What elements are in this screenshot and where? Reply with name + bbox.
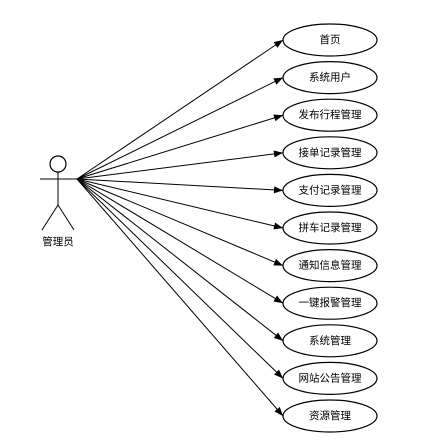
arrowhead <box>273 77 283 85</box>
use-case-ellipse <box>282 60 378 95</box>
actor-head <box>49 155 67 173</box>
use-case-8: 一键报警管理 <box>282 286 378 320</box>
use-case-1: 首页 <box>282 23 378 57</box>
use-case-label: 拼车记录管理 <box>299 221 362 234</box>
use-case-ellipse <box>282 98 378 132</box>
use-case-2: 系统用户 <box>282 60 378 95</box>
actor-admin: 管理员 <box>40 155 77 248</box>
use-case-5: 支付记录管理 <box>282 173 378 207</box>
actor-left-leg <box>41 204 59 231</box>
arrowhead <box>273 150 283 158</box>
use-case-9: 系统管理 <box>282 324 378 358</box>
arrowhead <box>274 369 283 379</box>
arrowhead <box>273 295 283 304</box>
use-case-ellipse <box>282 23 378 57</box>
use-case-11: 资源管理 <box>282 399 378 433</box>
use-case-label: 接单记录管理 <box>299 146 362 159</box>
association-line <box>76 178 284 417</box>
use-case-label: 系统用户 <box>309 71 351 84</box>
use-case-ellipse <box>282 211 378 245</box>
association-line <box>76 178 284 191</box>
use-case-label: 网站公告管理 <box>299 371 362 384</box>
use-case-ellipse <box>282 249 378 283</box>
use-case-4: 接单记录管理 <box>282 136 378 170</box>
arrowhead <box>273 114 283 122</box>
association-line <box>76 39 284 180</box>
arrowhead <box>273 186 283 194</box>
use-case-label: 支付记录管理 <box>299 183 362 196</box>
association-line <box>76 77 284 180</box>
use-case-list: 首页系统用户发布行程管理接单记录管理支付记录管理拼车记录管理通知信息管理一键报警… <box>282 23 378 433</box>
use-case-ellipse <box>282 136 378 170</box>
use-case-ellipse <box>282 324 378 358</box>
association-line <box>76 178 284 304</box>
use-case-label: 资源管理 <box>309 409 351 422</box>
actor-right-leg <box>57 204 75 231</box>
association-line <box>76 178 284 379</box>
use-case-label: 发布行程管理 <box>299 108 362 121</box>
association-line <box>76 178 284 267</box>
use-case-ellipse <box>282 173 378 207</box>
association-lines <box>76 39 284 417</box>
arrowhead <box>273 332 283 341</box>
arrowhead <box>273 40 283 48</box>
use-case-label: 首页 <box>320 33 341 46</box>
use-case-7: 通知信息管理 <box>282 249 378 283</box>
association-line <box>76 178 284 229</box>
arrowhead <box>273 222 283 230</box>
arrowhead <box>274 406 283 416</box>
use-case-ellipse <box>282 399 378 433</box>
use-case-label: 一键报警管理 <box>299 296 362 309</box>
association-line <box>76 152 284 180</box>
use-case-ellipse <box>282 361 378 395</box>
actor-label: 管理员 <box>42 235 74 248</box>
use-case-ellipse <box>282 286 378 320</box>
arrowhead <box>273 258 283 266</box>
use-case-6: 拼车记录管理 <box>282 211 378 245</box>
association-line <box>76 178 284 342</box>
use-case-label: 通知信息管理 <box>299 259 362 272</box>
use-case-10: 网站公告管理 <box>282 361 378 395</box>
use-case-label: 系统管理 <box>309 334 351 347</box>
association-line <box>76 114 284 180</box>
use-case-3: 发布行程管理 <box>282 98 378 132</box>
